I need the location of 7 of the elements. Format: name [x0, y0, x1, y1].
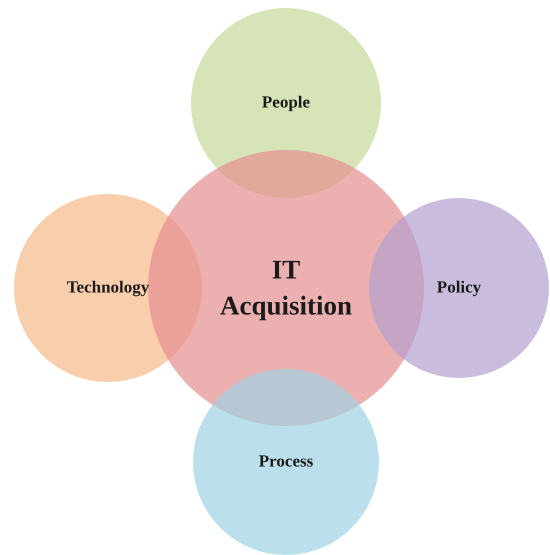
venn-circle — [369, 198, 549, 378]
circle-label: People — [262, 92, 310, 114]
circle-label: Technology — [66, 276, 150, 299]
circle-label: Policy — [436, 276, 482, 299]
circle-label: Process — [258, 450, 314, 473]
venn-circle — [193, 369, 379, 555]
circle-label: IT Acquisition — [218, 254, 354, 323]
